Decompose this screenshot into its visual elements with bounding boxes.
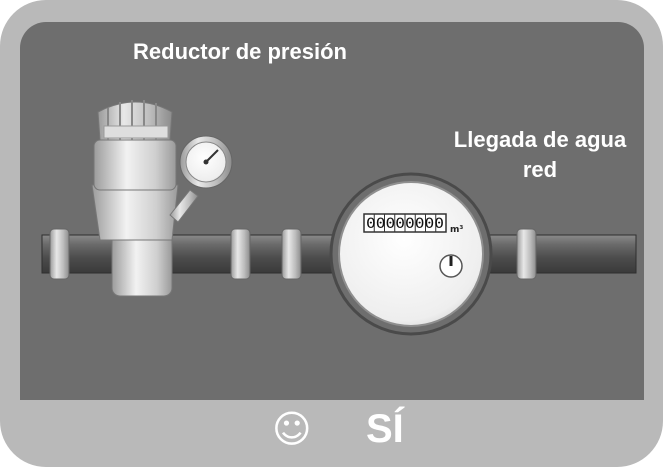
pipe-fitting xyxy=(281,228,302,280)
water-supply-label-line2: red xyxy=(522,157,558,182)
pipe-fitting xyxy=(516,228,537,280)
smiley-icon: ☺ xyxy=(272,407,312,451)
pipe-fitting xyxy=(230,228,251,280)
meter-counter: 00000000 m³ xyxy=(363,213,463,235)
meter-dial-icon xyxy=(439,254,463,278)
water-supply-label-line1: Llegada de agua xyxy=(453,127,627,152)
reducer-label: Reductor de presión xyxy=(133,39,347,64)
pressure-reducer xyxy=(91,100,199,297)
meter-unit: m³ xyxy=(450,225,463,235)
water-meter: 00000000 m³ xyxy=(329,172,493,336)
footer-bar: ☺ SÍ xyxy=(0,400,663,467)
pipe-fitting xyxy=(49,228,70,280)
water-supply-label: Llegada de agua red xyxy=(420,125,660,185)
meter-digits: 00000000 xyxy=(366,216,444,232)
pressure-gauge-icon xyxy=(179,135,233,189)
answer-text: SÍ xyxy=(366,407,404,451)
